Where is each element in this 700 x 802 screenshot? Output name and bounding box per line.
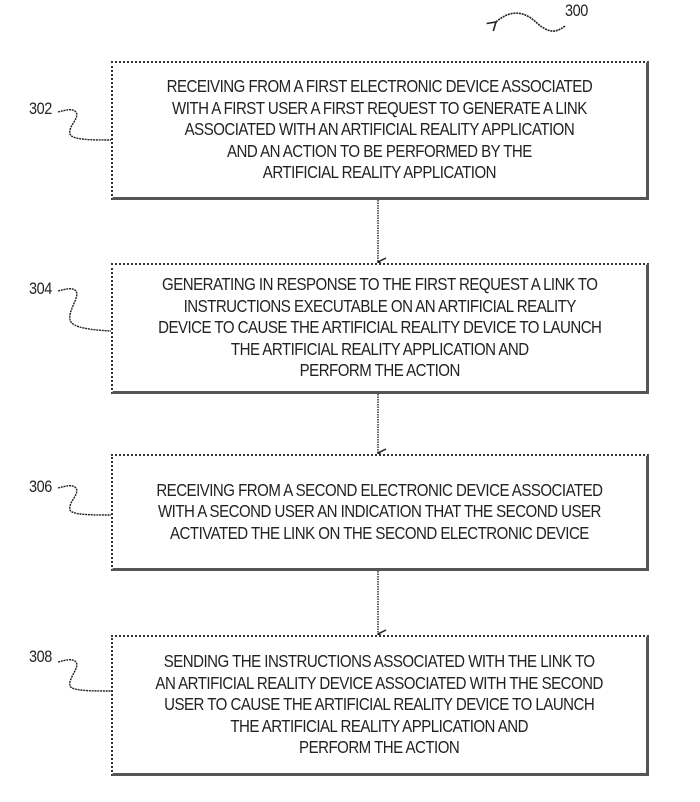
process-step-text: RECEIVING FROM A FIRST ELECTRONIC DEVICE… (167, 76, 593, 184)
text-line: RECEIVING FROM A FIRST ELECTRONIC DEVICE… (166, 76, 593, 97)
figure-reference-number: 300 (565, 1, 588, 20)
text-line: RECEIVING FROM A SECOND ELECTRONIC DEVIC… (156, 479, 603, 500)
text-line: AND AN ACTION TO BE PERFORMED BY THE (227, 140, 532, 161)
step-reference-label: 302 (29, 99, 52, 118)
text-line: PERFORM THE ACTION (299, 360, 460, 381)
leader-line-306 (57, 485, 112, 516)
leader-line-308 (57, 659, 112, 692)
step-reference-label: 304 (29, 279, 52, 298)
text-line: PERFORM THE ACTION (299, 737, 460, 758)
text-line: THE ARTIFICIAL REALITY APPLICATION AND (230, 338, 529, 359)
text-line: SENDING THE INSTRUCTIONS ASSOCIATED WITH… (164, 651, 595, 672)
text-line: GENERATING IN RESPONSE TO THE FIRST REQU… (161, 274, 598, 295)
text-line: USER TO CAUSE THE ARTIFICIAL REALITY DEV… (164, 694, 595, 715)
process-step-text: RECEIVING FROM A SECOND ELECTRONIC DEVIC… (156, 479, 603, 545)
text-line: ACTIVATED THE LINK ON THE SECOND ELECTRO… (170, 522, 589, 543)
process-step-box: RECEIVING FROM A FIRST ELECTRONIC DEVICE… (111, 61, 649, 200)
process-step-box: SENDING THE INSTRUCTIONS ASSOCIATED WITH… (111, 635, 649, 776)
leader-line-302 (57, 109, 112, 141)
step-reference-label: 306 (29, 477, 52, 496)
text-line: ARTIFICIAL REALITY APPLICATION (262, 162, 497, 183)
text-line: DEVICE TO CAUSE THE ARTIFICIAL REALITY D… (157, 317, 602, 338)
text-line: INSTRUCTIONS EXECUTABLE ON AN ARTIFICIAL… (183, 295, 576, 316)
step-reference-label: 308 (29, 647, 52, 666)
text-line: WITH A FIRST USER A FIRST REQUEST TO GEN… (172, 97, 587, 118)
text-line: THE ARTIFICIAL REALITY APPLICATION AND (230, 715, 529, 736)
process-step-box: RECEIVING FROM A SECOND ELECTRONIC DEVIC… (111, 454, 649, 571)
figure-reference-squiggle-arrow (486, 12, 566, 32)
process-step-text: SENDING THE INSTRUCTIONS ASSOCIATED WITH… (155, 651, 604, 759)
process-step-box: GENERATING IN RESPONSE TO THE FIRST REQU… (111, 263, 649, 394)
text-line: ASSOCIATED WITH AN ARTIFICIAL REALITY AP… (184, 119, 575, 140)
leader-line-304 (57, 288, 112, 332)
text-line: WITH A SECOND USER AN INDICATION THAT TH… (158, 501, 601, 522)
text-line: AN ARTIFICIAL REALITY DEVICE ASSOCIATED … (155, 672, 604, 693)
process-step-text: GENERATING IN RESPONSE TO THE FIRST REQU… (157, 274, 602, 382)
